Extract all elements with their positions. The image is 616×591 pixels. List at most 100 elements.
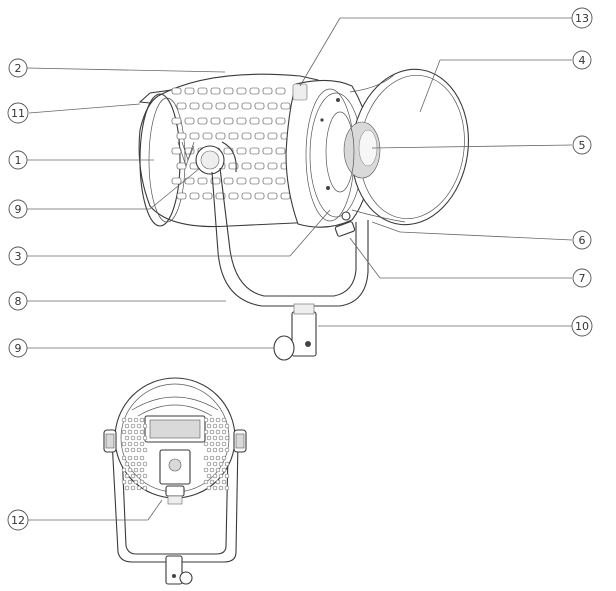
svg-text:5: 5 (579, 139, 586, 152)
lock-lever[interactable] (334, 221, 356, 237)
rear-vent-hole (130, 423, 136, 429)
svg-text:6: 6 (579, 234, 586, 247)
vent-slot (275, 177, 286, 185)
vent-slot (236, 117, 247, 125)
vent-slot (171, 147, 182, 155)
vent-slot (184, 87, 195, 95)
rear-vent-hole (224, 447, 230, 453)
svg-text:9: 9 (15, 203, 22, 216)
vent-slot (280, 102, 291, 110)
rear-vent-hole (212, 435, 218, 441)
vent-slot (241, 132, 252, 140)
svg-text:11: 11 (11, 107, 25, 120)
svg-text:8: 8 (15, 295, 22, 308)
lower-knob[interactable] (273, 335, 295, 361)
rear-vent-hole (206, 473, 212, 479)
rear-vent-hole (203, 467, 209, 473)
rear-vent-hole (206, 423, 212, 429)
rear-spigot-knob[interactable] (179, 571, 193, 585)
rear-vent-hole (221, 417, 227, 423)
vent-slot (202, 102, 213, 110)
vent-slot (171, 87, 182, 95)
rear-vent-hole (136, 461, 142, 467)
svg-text:12: 12 (11, 514, 25, 527)
vent-slot (241, 162, 252, 170)
rear-vent-hole (133, 455, 139, 461)
callout-2: 2 (8, 58, 28, 78)
vent-slot (254, 102, 265, 110)
vent-slot (215, 132, 226, 140)
vent-slot (249, 147, 260, 155)
rear-vent-hole (124, 423, 130, 429)
rear-vent-hole (130, 473, 136, 479)
rear-vent-hole (130, 435, 136, 441)
rear-vent-hole (203, 417, 209, 423)
rear-vent-hole (218, 473, 224, 479)
svg-text:3: 3 (15, 250, 22, 263)
vent-slot (171, 117, 182, 125)
rear-vent-hole (224, 435, 230, 441)
vent-slot (197, 117, 208, 125)
leader-lines (26, 17, 573, 521)
callout-12: 12 (7, 509, 29, 531)
callout-5: 5 (572, 135, 592, 155)
rear-vent-hole (124, 485, 130, 491)
rear-vent-hole (142, 435, 148, 441)
vent-slot (275, 117, 286, 125)
rear-vent-hole (221, 479, 227, 485)
rear-vent-hole (136, 423, 142, 429)
rear-vent-hole (218, 435, 224, 441)
rear-vent-hole (139, 429, 145, 435)
rear-vent-hole (121, 455, 127, 461)
rear-vent-hole (136, 435, 142, 441)
rear-vent-hole (203, 455, 209, 461)
rear-vent-hole (124, 461, 130, 467)
rear-vent-hole (209, 441, 215, 447)
callout-7: 7 (572, 268, 592, 288)
rear-vent-hole (224, 473, 230, 479)
svg-text:1: 1 (15, 154, 22, 167)
vent-slot (176, 162, 187, 170)
rear-vent-hole (221, 441, 227, 447)
rear-vent-hole (127, 467, 133, 473)
vent-slot (254, 132, 265, 140)
vent-slot (236, 147, 247, 155)
callout-8: 8 (8, 291, 28, 311)
rear-vent-hole (203, 429, 209, 435)
rear-vent-hole (139, 479, 145, 485)
rear-vent-hole (124, 447, 130, 453)
vent-slot (267, 102, 278, 110)
vent-slot (176, 192, 187, 200)
callout-13: 13 (571, 7, 593, 29)
rear-vent-hole (121, 479, 127, 485)
vent-slot (254, 162, 265, 170)
top-panel (292, 83, 308, 101)
rear-vent-hole (133, 467, 139, 473)
rear-vent-hole (133, 417, 139, 423)
callout-4: 4 (572, 50, 592, 70)
vent-slot (176, 102, 187, 110)
vent-slot (236, 177, 247, 185)
rear-vent-hole (139, 455, 145, 461)
control-dial[interactable] (168, 458, 182, 472)
vent-slot (228, 132, 239, 140)
vent-slot (262, 177, 273, 185)
rear-vent-hole (127, 441, 133, 447)
vent-slot (267, 162, 278, 170)
rear-vent-hole (133, 479, 139, 485)
vent-slot (202, 192, 213, 200)
rear-vent-hole (142, 473, 148, 479)
rear-vent-hole (130, 461, 136, 467)
callouts: 2 11 1 9 3 8 9 12 13 4 5 6 7 10 (7, 7, 593, 531)
vent-slot (184, 117, 195, 125)
vent-slot (189, 102, 200, 110)
rear-vent-hole (212, 461, 218, 467)
yoke-bracket (211, 171, 369, 307)
rear-vent-hole (130, 485, 136, 491)
rear-vent-hole (218, 423, 224, 429)
callout-10: 10 (571, 315, 593, 337)
rear-vent-hole (218, 447, 224, 453)
vent-slot (215, 102, 226, 110)
rear-vent-hole (121, 441, 127, 447)
